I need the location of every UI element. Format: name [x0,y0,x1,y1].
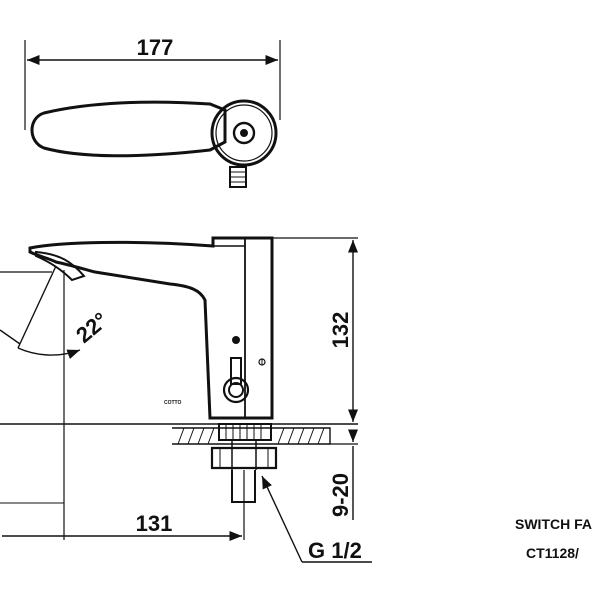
angle-line-1 [17,265,57,349]
side-view [0,236,372,563]
sensor-ring [232,121,256,145]
body-circle-outer [210,99,278,167]
sensor-dot [240,129,248,137]
dimension-177-label: 177 [137,35,174,60]
lever-hub [228,382,244,398]
shank-top [218,423,272,441]
product-code: CT1128/ [526,545,579,561]
angle-label: 22° [71,307,113,348]
thread-leader [261,475,303,563]
indicator-dot [232,336,240,344]
product-name: SWITCH FA [515,516,592,532]
spout-tip [35,250,86,282]
body-circle-inner [215,104,273,162]
thread-label: G 1/2 [308,538,362,563]
lock-nut [210,446,278,470]
lever-handle [230,357,242,385]
hatching [177,427,325,445]
dimension-131-label: 131 [136,511,173,536]
angle-arc [17,347,81,360]
mounting-plate [172,427,331,445]
dimension-132-label: 132 [328,312,353,349]
top-view [24,40,281,188]
spout-side-outline [28,236,274,420]
dimension-9-20-label: 9-20 [328,473,353,517]
lever-ring [222,376,250,404]
spout-top-outline [30,100,227,158]
brand-logo-text: COTTO [164,400,182,406]
